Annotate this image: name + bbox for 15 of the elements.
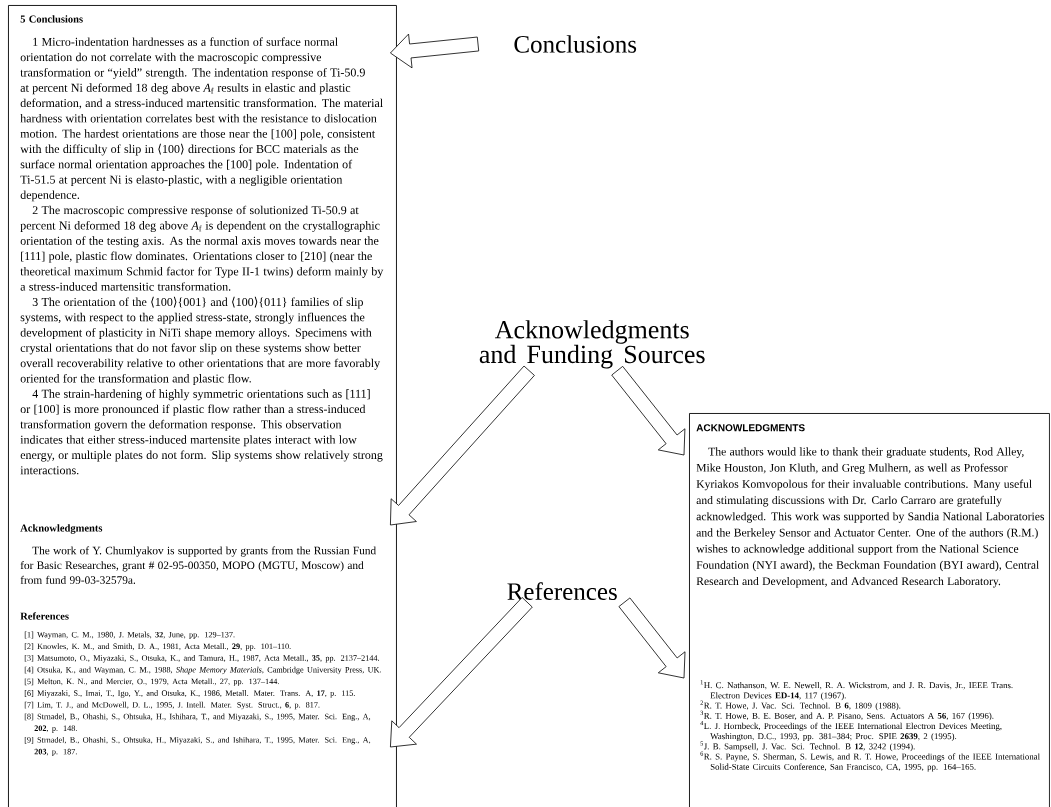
- block-arrow: [390, 33, 480, 69]
- text-section: ACKNOWLEDGMENTS The authors would like to thank their graduate students, Rod Alley, Mike Houston, Jon Kluth, and Greg Mulhern, as well as Professor Kyriakos Komvopolous for their invaluable contributions. Many useful and stimulating discussions with Dr. Carlo Carraro are gratefully acknowledged. This work was supported by Sandia National Laboratories and the Berkeley Sensor and Actuator Center. One of the authors (R.M.) wishes to acknowledge additional support from the National Science Foundation (NYI award), the Beckman Foundation (BYI award), Central Research and Development, and Advanced Research Laboratory.: [696, 424, 1044, 588]
- text-section: References [1] Wayman, C. M., 1980, J. Metals, 32, June, pp. 129–137. [2] Knowles, K. M., and Smith, D. A., 1981, Acta Metall., 29, pp. 101–110. [3] Matsumoto, O., Miyazaki, S., Otsuka, K., and Tamura, H., 1987, Acta Metall., 35, pp. 2137–2144. [4] Otsuka, K., and Wayman, C. M., 1988, Shape Memory Materials, Cambridge University Press, UK. [5] Melton, K. N., and Mercier, O., 1979, Acta Metall., 27, pp. 137–144. [6] Miyazaki, S., Imai, T., Igo, Y., and Otsuka, K., 1986, Metall. Mater. Trans. A, 17, p. 115. [7] Lim, T. J., and McDowell, D. L., 1995, J. Intell. Mater. Syst. Struct., 6, p. 817. [8] Strnadel, B., Ohashi, S., Ohtsuka, H., Ishihara, T., and Miyazaki, S., 1995, Mater. Sci. Eng., A, 202, p. 148. [9] Strnadel, B., Ohashi, S., Ohtsuka, H., Miyazaki, S., and Ishihara, T., 1995, Mater. Sci. Eng., A, 203, p. 187.: [20, 612, 381, 757]
- text-section: 5 Conclusions 1 Micro-indentation hardnesses as a function of surface normal orientation do not correlate with the macroscopic compressive transformation or “yield” strength. The indentation response of Ti-50.9 at percent Ni deformed 18 deg above A$_{f}$ results in elastic and plastic deformation, and a stress-induced martensitic transformation. The material hardness with orientation correlates best with the resistance to dislocation motion. The hardest orientations are those near the [100] pole, consistent with the difficulty of slip in ⟨100⟩ directions for BCC materials as the surface normal orientation approaches the [100] pole. Indentation of Ti-51.5 at percent Ni is elasto-plastic, with a negligible orientation dependence. 2 The macroscopic compressive response of solutionized Ti-50.9 at percent Ni deformed 18 deg above A$_{f}$ is dependent on the crystallographic orientation of the testing axis. As the normal axis moves towards near the [111] pole, plastic flow dominates. Orientations closer to [210] (near the theoretical maximum Schmid factor for Type II-1 twins) deform mainly by a stress-induced martensitic transformation. 3 The orientation of the ⟨100⟩{001} and ⟨100⟩{011} families of slip systems, with respect to the applied stress-state, strongly influences the development of plasticity in NiTi shape memory alloys. Specimens with crystal orientations that do not favor slip on these systems show better overall recoverability relative to other orientations that are more favorably oriented for the transformation and plastic flow. 4 The strain-hardening of highly symmetric orientations such as [111] or [100] is more pronounced if plastic flow rather than a stress-induced transformation govern the deformation response. This observation indicates that either stress-induced martensite plates interact with low energy, or multiple plates do not form. Slip systems show relatively strong interactions.: [20, 15, 384, 475]
- callout-label: Acknowledgments and Funding Sources: [479, 320, 705, 369]
- block-arrow: [390, 597, 533, 748]
- text-section: Acknowledgments The work of Y. Chumlyakov is supported by grants from the Russian Fund for Basic Researches, grant # 02-95-00350, MOPO (MGTU, Moscow) and from fund 99-03-32579a.: [20, 524, 376, 584]
- block-arrow: [611, 365, 686, 456]
- callout-label: Conclusions: [514, 35, 637, 53]
- block-arrow: [618, 597, 686, 679]
- text-section: $^{1}$H. C. Nathanson, W. E. Newell, R. A. Wickstrom, and J. R. Davis, Jr., IEEE Trans. Electron Devices ED-14, 117 (1967). $^{2}$R. T. Howe, J. Vac. Sci. Technol. B 6, 1809 (1988). $^{3}$R. T. Howe, B. E. Boser, and A. P. Pisano, Sens. Actuators A 56, 167 (1996). $^{4}$L. J. Hornbeck, Proceedings of the IEEE International Electron Devices Meeting, Washington, D.C., 1993, pp. 381–384; Proc. SPIE 2639, 2 (1995). $^{5}$J. B. Sampsell, J. Vac. Sci. Technol. B 12, 3242 (1994). $^{6}$R. S. Payne, S. Sherman, S. Lewis, and R. T. Howe, Proceedings of the IEEE International Solid-State Circuits Conference, San Francisco, CA, 1995, pp. 164–165.: [700, 680, 1040, 772]
- block-arrow: [390, 365, 535, 526]
- page-frame: [689, 413, 1050, 807]
- page-frame: [8, 5, 397, 807]
- callout-label: References: [507, 582, 617, 601]
